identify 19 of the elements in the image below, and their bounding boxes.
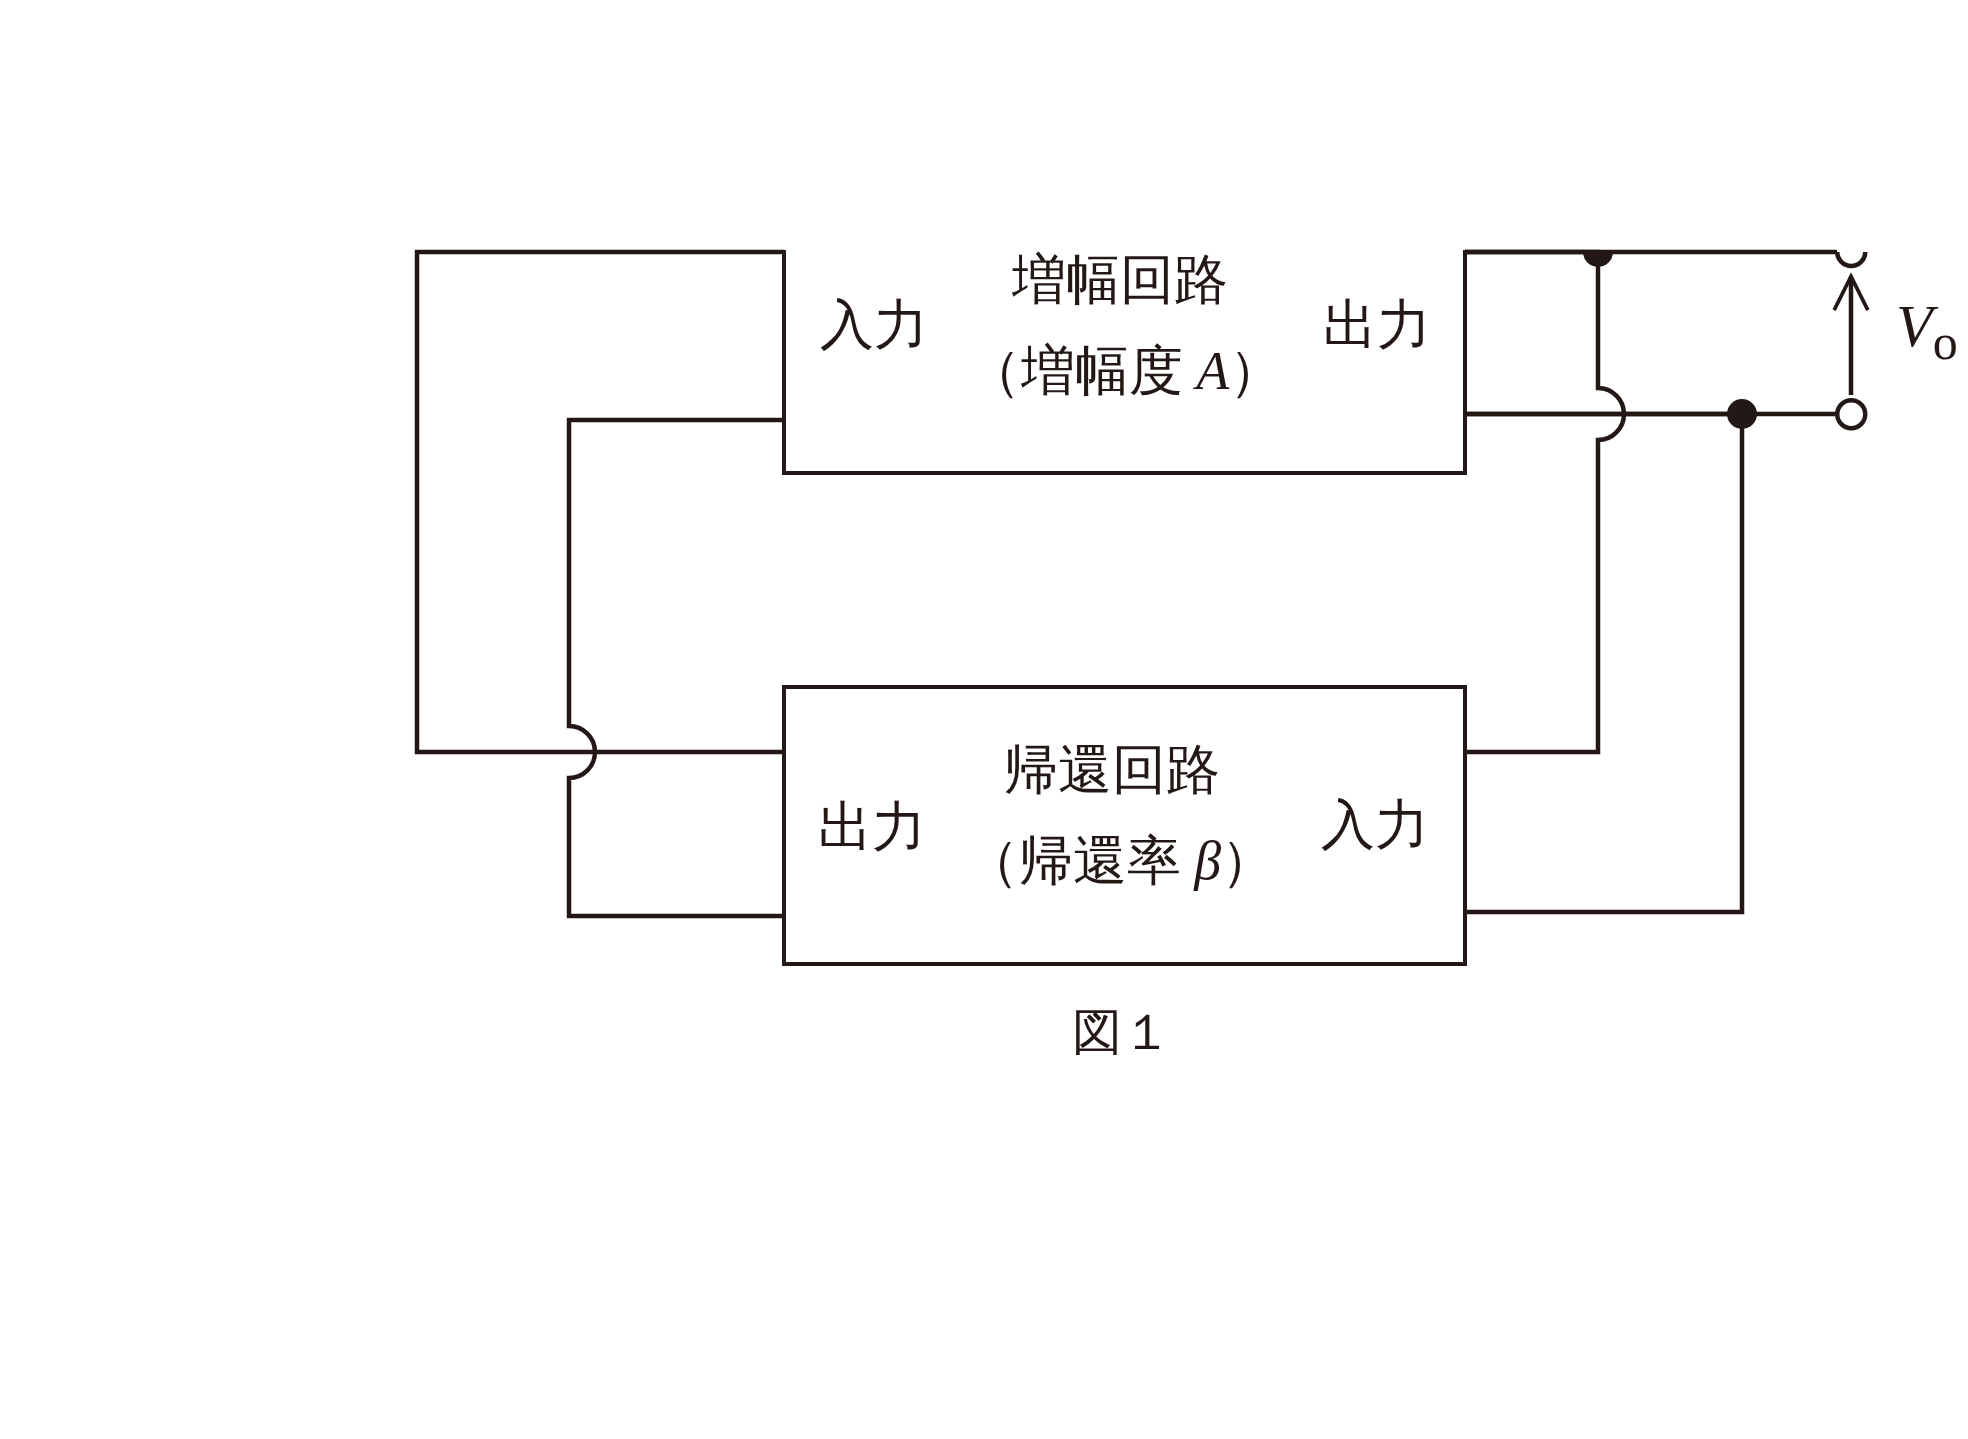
wire <box>566 417 784 919</box>
port-label: 入力 <box>820 293 928 357</box>
terminal-icon <box>1833 396 1869 432</box>
voltage-arrow <box>1832 274 1870 395</box>
circuit-block <box>782 685 1467 966</box>
port-label: 出力 <box>1323 293 1431 357</box>
wire <box>1465 249 1627 755</box>
block-title: 増幅回路 <box>1012 248 1228 312</box>
block-subtitle: （帰還率 β） <box>964 829 1276 893</box>
block-title: 帰還回路 <box>1004 738 1220 802</box>
block-subtitle: （増幅度 A） <box>966 339 1284 403</box>
port-label: 入力 <box>1321 793 1429 857</box>
figure-caption: 図１ <box>1072 1004 1172 1062</box>
port-label: 出力 <box>818 795 926 859</box>
terminal-icon <box>1833 252 1869 270</box>
circuit-block <box>782 250 1467 475</box>
wire <box>1465 411 1745 915</box>
wire <box>414 249 784 755</box>
voltage-label: V$_{o}$ <box>1896 292 1958 372</box>
